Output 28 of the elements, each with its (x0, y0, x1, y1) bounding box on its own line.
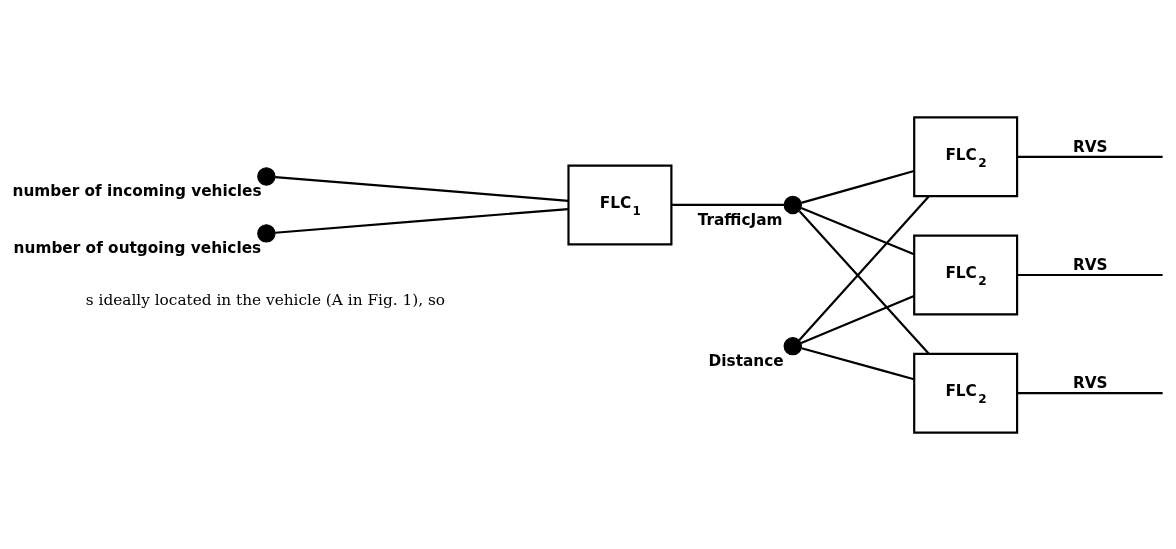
node-label: number of incoming vehicles (12, 181, 262, 200)
connector (801, 346, 915, 380)
node-circle (783, 336, 802, 355)
node-box: FLC$_{2}$ (913, 115, 1019, 197)
connector (798, 195, 930, 341)
connector (800, 294, 915, 344)
connector (798, 209, 930, 354)
node-label: Distance (708, 351, 784, 370)
edge-label: RVS (1072, 137, 1108, 156)
connector (671, 203, 785, 206)
connector (800, 206, 915, 255)
connector (800, 169, 915, 204)
connector (275, 175, 569, 202)
connector (1017, 391, 1163, 394)
node-box: FLC$_{2}$ (913, 234, 1019, 315)
connector (275, 207, 569, 234)
node-circle (783, 195, 802, 214)
edge-label: RVS (1072, 373, 1108, 392)
node-label: TrafficJam (697, 210, 783, 229)
node-box: FLC$_{2}$ (913, 352, 1019, 434)
node-box: FLC$_{1}$ (567, 163, 673, 245)
edge-label: RVS (1072, 255, 1108, 274)
node-circle (257, 166, 276, 186)
node-label: number of outgoing vehicles (13, 238, 262, 257)
label: s ideally located in the vehicle (A in Fig. 1), so (85, 290, 445, 309)
connector (1017, 273, 1163, 276)
node-circle (257, 223, 276, 243)
connector (1017, 155, 1163, 158)
